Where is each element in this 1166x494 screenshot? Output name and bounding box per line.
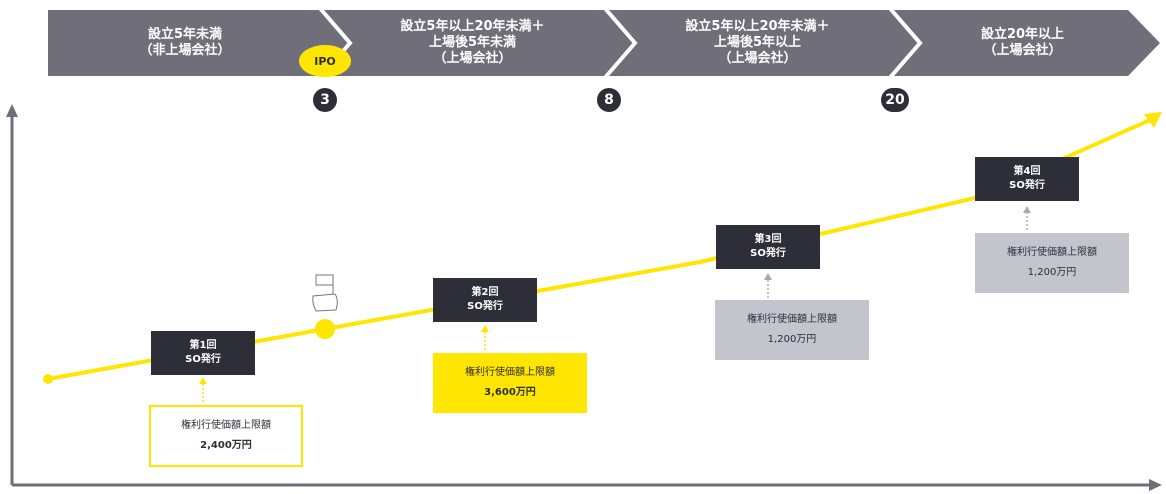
start-dot [43, 374, 53, 384]
stage-4: 設立20年以上 （上場会社） [980, 27, 1065, 58]
limit-label: 権利行使価額上限額 [181, 420, 271, 431]
milestone-year-20: 20 [881, 88, 909, 112]
ipo-badge: IPO [299, 45, 351, 77]
stage-2: 設立5年以上20年未満＋ 上場後5年未満 （上場会社） [400, 19, 545, 66]
chevron-divider [886, 4, 923, 82]
issuance-4-label: 第4回 SO発行 [975, 157, 1079, 201]
limit-label: 権利行使価額上限額 [1007, 247, 1097, 258]
limit-label: 権利行使価額上限額 [747, 314, 837, 325]
limit-amount: 2,400万円 [200, 440, 252, 451]
issuance-1-label: 第1回 SO発行 [151, 331, 255, 375]
limit-amount: 1,200万円 [1027, 267, 1077, 278]
issuance-4-limit-box: 権利行使価額上限額 1,200万円 [975, 233, 1129, 293]
milestone-year-3: 3 [313, 88, 337, 112]
chevron-divider [601, 4, 638, 82]
stage-1: 設立5年未満 （非上場会社） [139, 27, 231, 58]
issuance-1-limit-box: 権利行使価額上限額 2,400万円 [149, 405, 303, 467]
y-axis-arrow-icon [6, 104, 18, 117]
limit-amount: 1,200万円 [767, 334, 817, 345]
x-axis-arrow-icon [1149, 479, 1162, 491]
issuance-2-limit-box: 権利行使価額上限額 3,600万円 [433, 353, 587, 413]
issuance-2-label: 第2回 SO発行 [433, 278, 537, 322]
growth-arrow-icon [1144, 112, 1162, 128]
issuance-3-label: 第3回 SO発行 [716, 225, 820, 269]
flag-hand-icon [312, 274, 338, 312]
stage-3: 設立5年以上20年未満＋ 上場後5年以上 （上場会社） [685, 19, 830, 66]
limit-amount: 3,600万円 [484, 387, 536, 398]
issuance-3-limit-box: 権利行使価額上限額 1,200万円 [715, 300, 869, 360]
ipo-dot [315, 319, 335, 339]
limit-label: 権利行使価額上限額 [465, 367, 555, 378]
milestone-year-8: 8 [597, 88, 621, 112]
